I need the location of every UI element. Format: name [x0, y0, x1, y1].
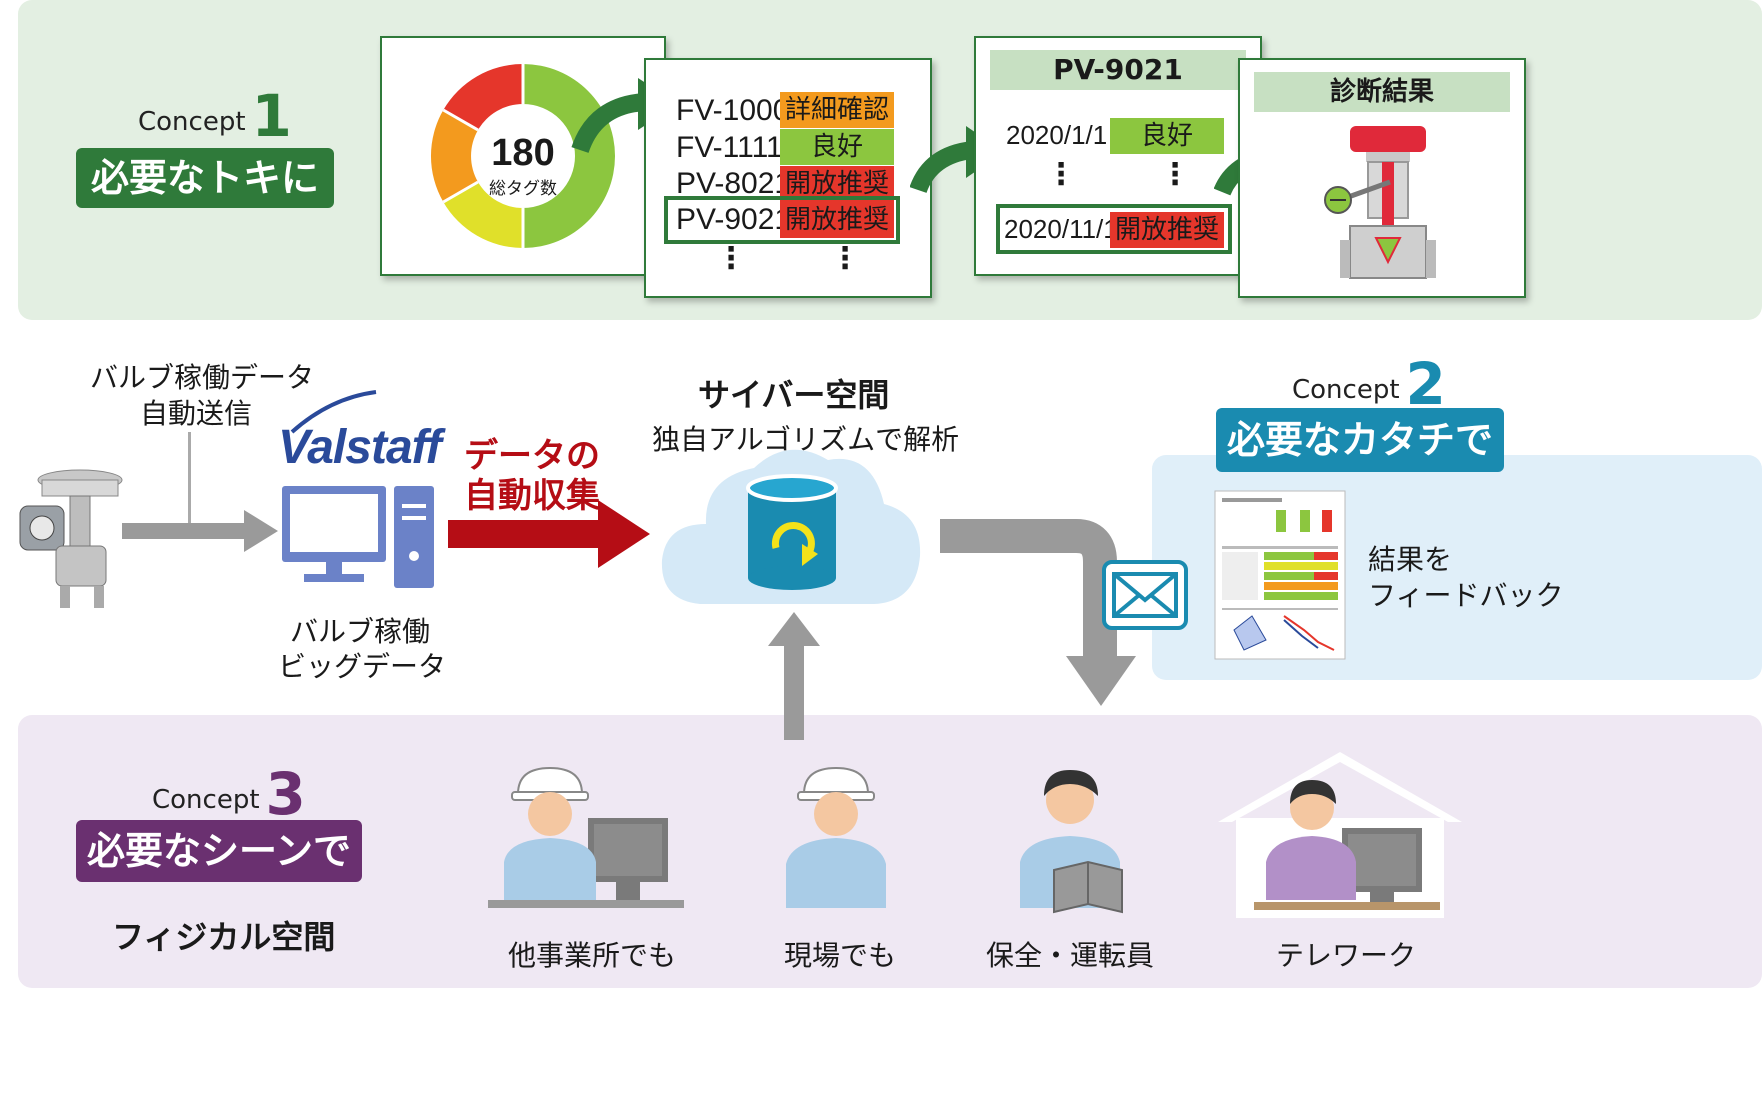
donut-segment-good: [523, 64, 615, 248]
concept1-badge: 必要なトキに: [76, 148, 334, 208]
tag-row-2-name: FV-1111: [676, 131, 783, 164]
history-row-2-status: 開放推奨: [1110, 212, 1224, 248]
total-tag-count: 180: [491, 132, 555, 174]
total-tag-caption: 総タグ数: [489, 179, 557, 199]
valve-diagnosis-icon: [1324, 126, 1436, 279]
history-row-1-date: 2020/1/1: [1006, 120, 1108, 150]
up-arrow-icon: [768, 612, 820, 740]
history-dots-date: ⋮: [1046, 157, 1076, 192]
scene-label-other-office: 他事業所でも: [508, 939, 677, 972]
donut-segment-orange: [430, 110, 478, 202]
onsite-worker-icon: [786, 766, 886, 908]
tag-row-1-status: 詳細確認: [780, 92, 894, 128]
elbow-arrow-icon: [940, 519, 1136, 706]
tag-row-2-status: 良好: [780, 129, 894, 165]
logo-swoosh-icon: [290, 390, 377, 434]
gray-arrow-icon: [122, 510, 278, 552]
tag-row-3-name: PV-8021: [676, 167, 792, 200]
cyber-space-title: サイバー空間: [698, 376, 890, 414]
tag-row-4-name: PV-9021: [676, 203, 792, 236]
more-rows-dots: ⋮: [716, 241, 746, 276]
bigdata-label-2: ビッグデータ: [278, 650, 447, 683]
history-dots-status: ⋮: [1160, 157, 1190, 192]
valstaff-logo: Valstaff: [278, 421, 442, 474]
donut-segment-yellow: [443, 182, 523, 249]
database-sync-icon: [746, 474, 838, 590]
report-document-icon: [1214, 490, 1346, 660]
tag-donut-chart: [430, 63, 615, 249]
auto-collect-label-1: データの: [464, 436, 600, 476]
concept2-badge: 必要なカタチで: [1216, 408, 1504, 472]
bigdata-label-1: バルブ稼働: [290, 615, 431, 648]
highlight-frame: [664, 196, 900, 244]
cyber-space-subtitle: 独自アルゴリズムで解析: [652, 423, 960, 456]
telework-house-icon: [1218, 752, 1462, 918]
worker-at-computer-icon: [488, 766, 684, 908]
control-valve-icon: [19, 469, 123, 608]
history-title: PV-9021: [990, 50, 1246, 90]
donut-segment-red: [443, 63, 523, 130]
scene-label-telework: テレワーク: [1276, 939, 1417, 972]
connector-line: [188, 432, 191, 528]
feedback-label-1: 結果を: [1368, 543, 1453, 576]
history-row-2-date: 2020/11/1: [1004, 214, 1118, 244]
scene-label-maintenance: 保全・運転員: [986, 939, 1155, 972]
tag-row-1-name: FV-1000: [676, 94, 790, 127]
physical-space-label: フィジカル空間: [112, 918, 336, 956]
valve-data-label-2: 自動送信: [140, 397, 253, 430]
red-arrow-icon: [448, 500, 650, 568]
mail-icon: [1102, 560, 1188, 630]
tag-list-card: FV-1000 FV-1111 PV-8021 PV-9021 詳細確認 良好 …: [644, 58, 932, 298]
computer-icon: [282, 486, 434, 588]
history-row-1-status: 良好: [1110, 118, 1224, 154]
concept3-badge: 必要なシーンで: [76, 820, 362, 882]
auto-collect-label-2: 自動収集: [464, 476, 600, 516]
tag-row-4-status: 開放推奨: [780, 202, 894, 238]
maintenance-operator-icon: [1020, 770, 1123, 914]
history-card: PV-9021 2020/1/1 良好 ⋮ ⋮ 2020/11/1 開放推奨: [974, 36, 1262, 276]
valve-data-label-1: バルブ稼働データ: [90, 361, 315, 394]
diagnosis-title: 診断結果: [1254, 72, 1510, 112]
diagnosis-card: 診断結果: [1238, 58, 1526, 298]
more-status-dots: ⋮: [830, 241, 860, 276]
scene-label-onsite: 現場でも: [784, 939, 897, 972]
feedback-label-2: フィードバック: [1368, 579, 1564, 612]
history-highlight-frame: [996, 204, 1232, 254]
